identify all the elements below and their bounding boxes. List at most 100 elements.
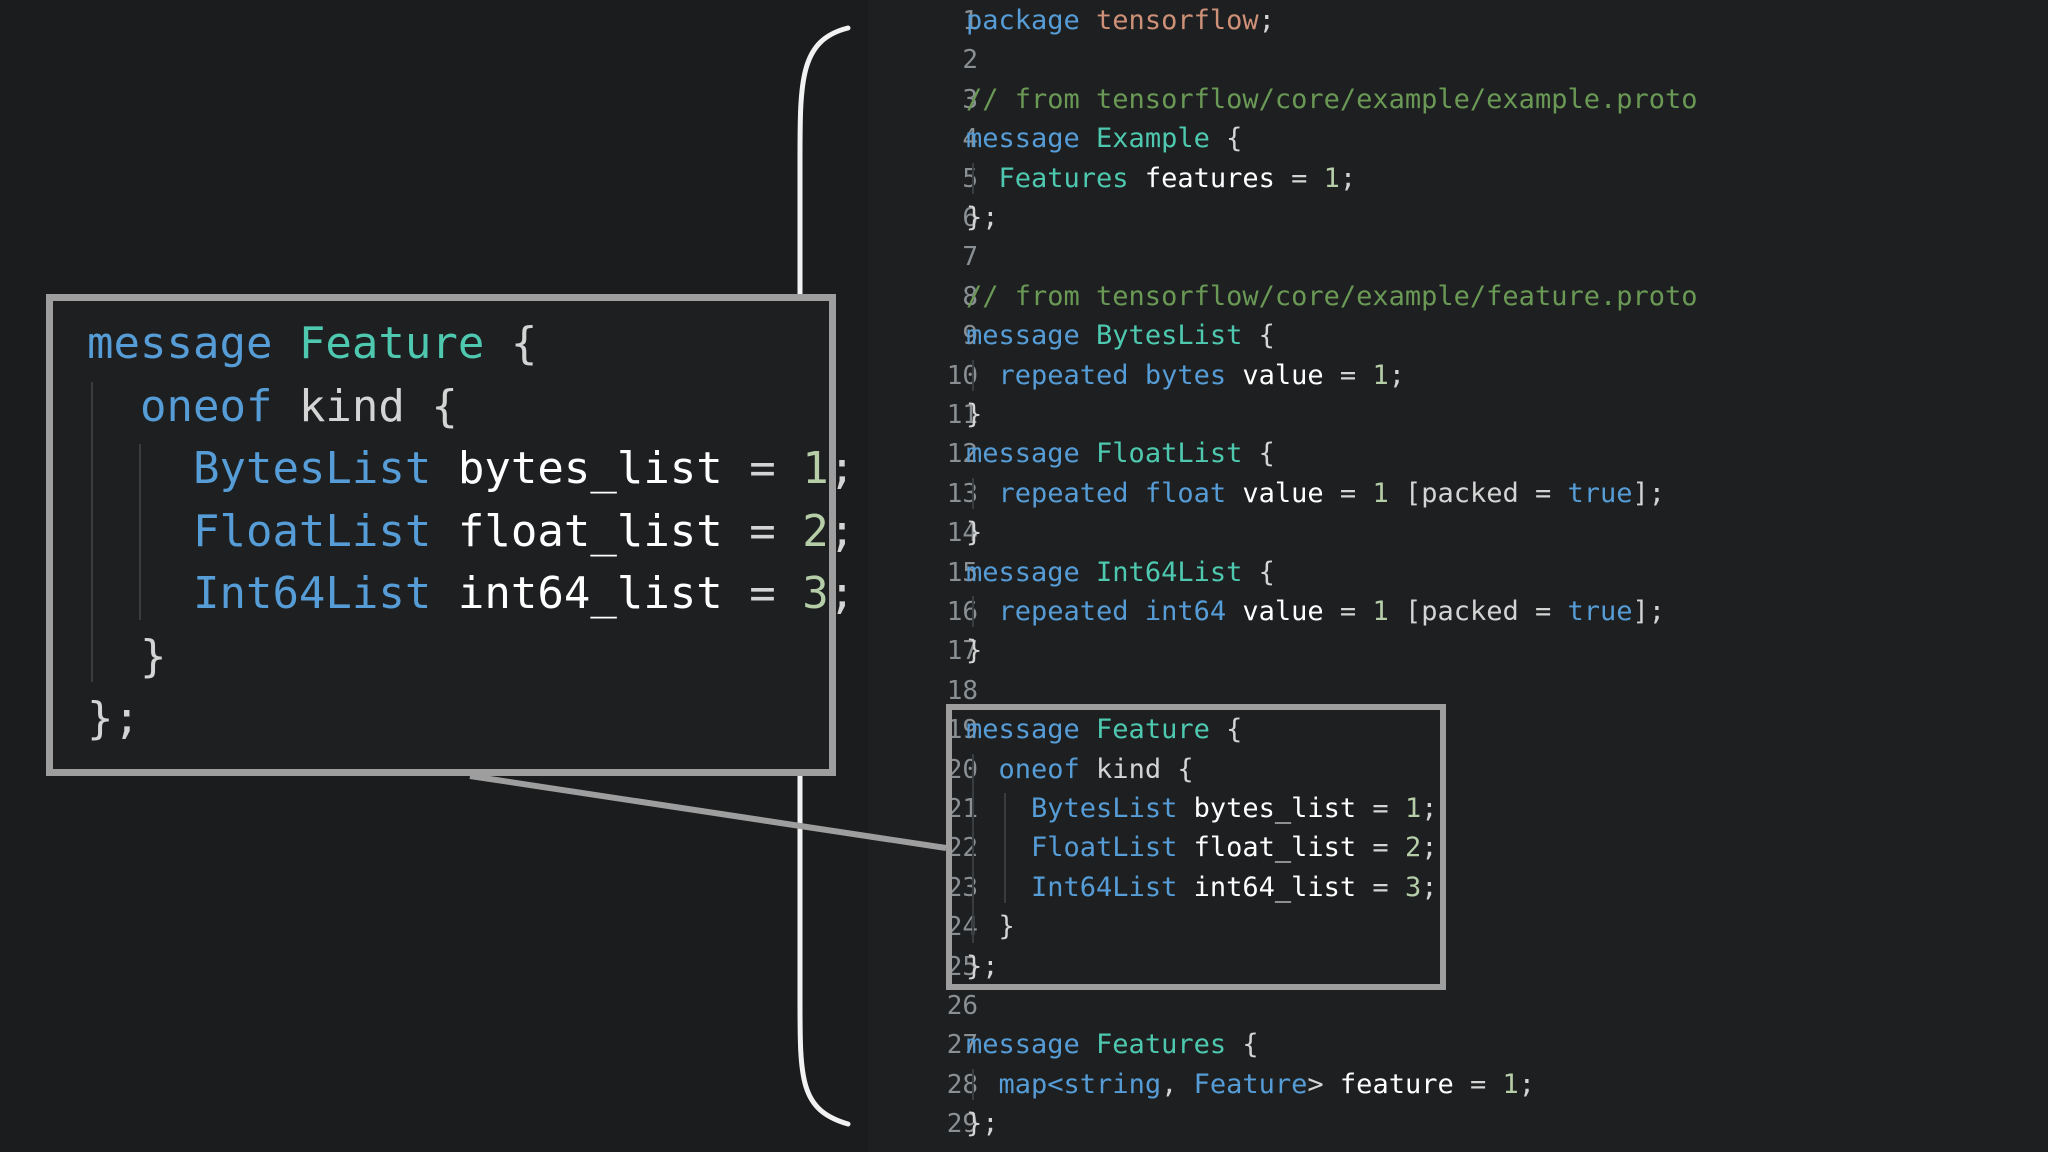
code-line: // from tensorflow/core/example/example.… [966,80,1698,120]
code-token: repeated [998,477,1145,509]
code-token: [packed = [1388,477,1568,509]
code-line: }; [966,198,999,238]
code-line: } [966,907,1015,947]
code-token: message [966,714,1097,746]
code-token: 2 [1404,832,1422,864]
code-token: oneof [139,380,273,432]
code-token: Example [1096,123,1210,155]
code-token: = [1453,1068,1503,1100]
code-token: }; [87,693,140,744]
indent-guide [972,477,974,510]
code-token: message [966,320,1097,352]
zoomed-code-line: BytesList bytes_list = 1; [87,438,855,500]
code-line: }; [966,947,999,987]
code-token: repeated [998,359,1145,391]
code-token: 3 [802,568,829,619]
zoomed-code-panel: message Feature { oneof kind { BytesList… [46,294,855,776]
code-token: ; [828,505,856,557]
code-line: map<string, Feature> feature = 1; [966,1065,1536,1105]
line-number: 18 [946,675,978,706]
code-token: int64_list [431,568,723,619]
code-token: { [1242,438,1275,470]
code-token: BytesList [1096,320,1243,352]
line-number: 3 [962,84,978,115]
code-token: = [1274,162,1324,194]
code-token: bytes_list [1177,793,1357,824]
code-token: ; [1339,162,1357,194]
code-token: Features [1096,1029,1227,1061]
code-token: } [966,399,983,430]
code-token: Int64List [192,568,432,619]
code-token: { [1242,320,1275,352]
code-token: 1 [1372,477,1389,509]
line-number: 2 [962,45,978,76]
code-token: } [966,911,1015,943]
code-token: value [1226,596,1324,627]
code-token: { [1242,556,1275,588]
code-token: ; [1518,1068,1536,1100]
code-token: int64 [1144,596,1227,627]
code-token: message [966,123,1097,155]
code-line: message Int64List { [966,553,1275,593]
code-token: } [87,630,167,682]
code-token: float_list [1177,832,1357,864]
code-line: message Example { [966,119,1242,159]
code-token: = [1323,477,1373,509]
code-token: // from tensorflow/core/example/example.… [966,83,1698,115]
code-token [87,381,140,432]
code-line: Features features = 1; [966,159,1357,199]
code-token: ; [1421,871,1438,903]
code-line: BytesList bytes_list = 1; [966,789,1437,829]
code-token: FloatList [1031,832,1178,864]
line-number: 1 [962,6,978,36]
code-line: message Features { [966,1025,1259,1065]
code-token: Feature [1096,714,1210,746]
code-token: ; [1388,359,1405,391]
code-line: // from tensorflow/core/example/feature.… [966,277,1698,317]
line-number: 4 [962,124,978,155]
code-line: message FloatList { [966,434,1275,474]
zoomed-code-line: Int64List int64_list = 3; [87,563,855,625]
zoomed-code-line: }; [87,688,140,750]
code-token: > [1307,1068,1324,1100]
line-number: 15 [946,557,978,588]
code-token: = [722,568,803,619]
code-line: repeated int64 value = 1 [packed = true]… [966,592,1666,632]
line-number: 9 [962,321,978,352]
code-token: FloatList [192,505,432,557]
code-token: 2 [802,505,829,557]
line-number: 12 [946,439,978,470]
code-token: Feature [1193,1068,1308,1100]
line-number: 6 [962,203,978,233]
code-token: true [1567,596,1633,627]
indent-guide [972,1068,974,1101]
code-token: Features [998,162,1129,194]
code-token: ; [1421,793,1438,824]
code-line: message BytesList { [966,316,1275,356]
code-token: feature [1323,1068,1454,1100]
indent-guide [1004,793,1006,904]
code-token: = [1323,596,1373,627]
code-token: kind { [1079,753,1194,785]
code-token: = [1356,793,1405,824]
code-token: int64_list [1177,871,1357,903]
code-token: }; [966,1108,999,1140]
code-token: Feature [298,318,485,369]
indent-guide [972,596,974,628]
code-token: = [1356,871,1405,903]
code-line: }; [966,1104,999,1144]
indent-guide [972,359,974,391]
code-token: { [484,318,538,369]
code-token: features [1128,162,1275,194]
code-token: BytesList [1031,793,1178,824]
code-line: } [966,513,982,553]
code-token: , [1161,1068,1194,1100]
code-token: ; [1421,832,1438,864]
code-token: = [722,505,803,557]
code-token: message [966,556,1097,588]
code-token: tensorflow [1096,5,1259,36]
code-line: } [966,631,982,671]
